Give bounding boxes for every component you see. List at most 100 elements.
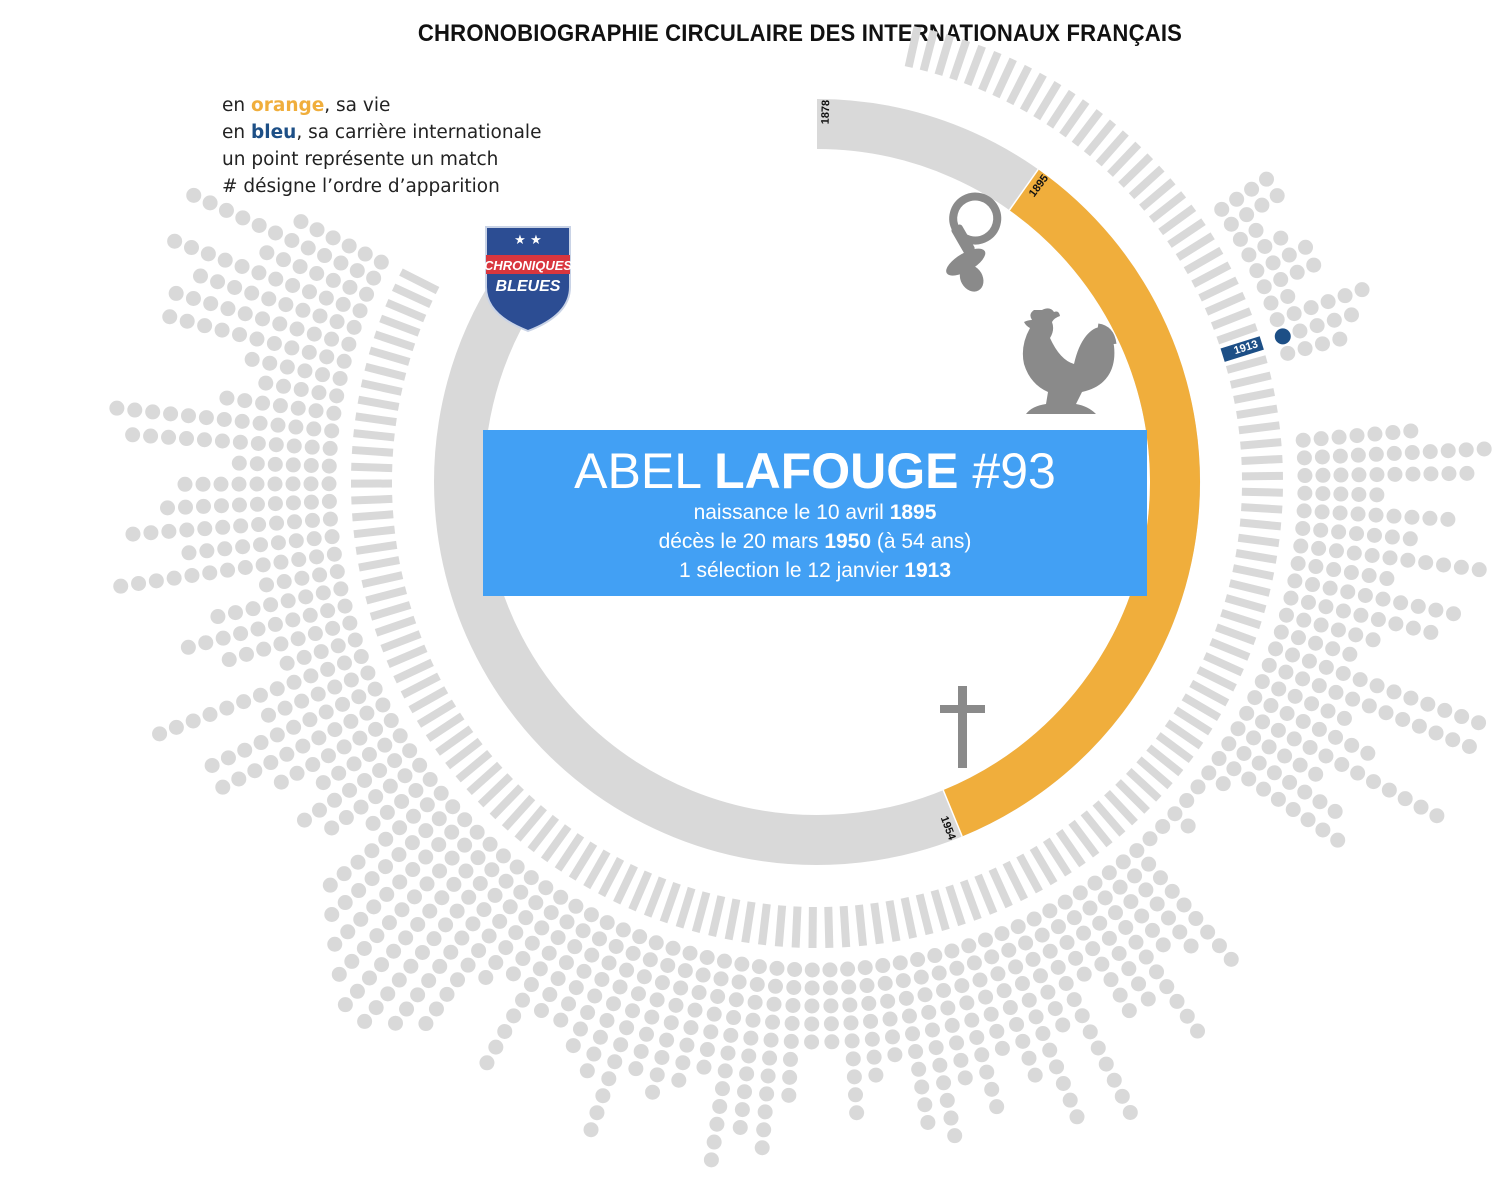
match-dot (741, 1048, 757, 1064)
match-dot (1342, 646, 1358, 662)
match-dot (1395, 711, 1411, 727)
match-dot (1440, 511, 1456, 527)
match-dot (391, 847, 407, 863)
match-dot (1326, 562, 1342, 578)
match-dot (1290, 556, 1306, 572)
match-dot (262, 355, 278, 371)
match-dot (273, 554, 289, 570)
match-dot (301, 284, 317, 300)
match-dot (368, 789, 384, 805)
match-dot (1368, 446, 1384, 462)
match-dot (1009, 1016, 1025, 1032)
match-dot (654, 1049, 670, 1065)
match-dot (330, 638, 346, 654)
match-dot (1280, 288, 1296, 304)
match-dot (1042, 1042, 1058, 1058)
match-dot (414, 944, 430, 960)
match-dot (302, 712, 318, 728)
match-dot (1287, 573, 1303, 589)
match-dot (378, 859, 394, 875)
match-dot (1142, 831, 1158, 847)
match-dot (767, 978, 783, 994)
match-dot (214, 433, 230, 449)
match-dot (846, 1069, 862, 1085)
match-dot (583, 1122, 599, 1138)
match-dot (682, 945, 698, 961)
match-dot (310, 686, 326, 702)
match-dot (352, 730, 368, 746)
year-bar-1925 (1237, 533, 1280, 548)
legend-orange-word: orange (251, 95, 325, 116)
match-dot (1268, 641, 1284, 657)
match-dot (823, 998, 839, 1014)
match-dot (311, 802, 327, 818)
match-dot (1249, 263, 1265, 279)
legend: en orange, sa vie en bleu, sa carrière i… (222, 92, 541, 200)
match-dot (366, 270, 382, 286)
match-dot (405, 808, 421, 824)
match-dot (769, 960, 785, 976)
match-dot (1255, 714, 1271, 730)
match-dot (331, 765, 347, 781)
match-dot (1265, 255, 1281, 271)
match-dot (550, 971, 566, 987)
match-dot (759, 1086, 775, 1102)
match-dot (863, 1013, 879, 1029)
match-dot (716, 953, 732, 969)
match-dot (717, 1063, 733, 1079)
match-dot (586, 1046, 602, 1062)
match-dot (232, 327, 248, 343)
year-bar-1930 (1220, 608, 1262, 630)
match-dot (1200, 924, 1216, 940)
year-bar-1980 (568, 841, 598, 881)
match-dot (357, 246, 373, 262)
match-dot (1112, 987, 1128, 1003)
match-dot (1283, 590, 1299, 606)
match-dot (1279, 706, 1295, 722)
match-dot (538, 880, 554, 896)
svg-text:★: ★ (514, 233, 526, 248)
match-dot (1230, 721, 1246, 737)
year-bar-1950 (1029, 845, 1058, 886)
match-dot (1364, 547, 1380, 563)
match-dot (1155, 937, 1171, 953)
year-bar-1900 (1118, 153, 1154, 188)
match-dot (324, 331, 340, 347)
match-dot (289, 321, 305, 337)
match-dot (1068, 950, 1084, 966)
year-bar-1996 (393, 658, 434, 684)
match-dot (217, 252, 233, 268)
match-dot (984, 949, 1000, 965)
match-dot (237, 393, 253, 409)
match-dot (287, 514, 303, 530)
match-dot (1269, 312, 1285, 328)
match-dot (843, 1015, 859, 1031)
match-dot (898, 990, 914, 1006)
year-bar-1926 (1235, 549, 1278, 564)
match-dot (644, 1009, 660, 1025)
match-dot (714, 1081, 730, 1097)
match-dot (892, 955, 908, 971)
match-dot (1314, 504, 1330, 520)
match-dot (1273, 272, 1289, 288)
match-dot (1087, 875, 1103, 891)
match-dot (343, 672, 359, 688)
player-banner: ABEL LAFOUGE #93 naissance le 10 avril 1… (483, 430, 1147, 596)
match-dot (696, 1059, 712, 1075)
match-dot (1292, 757, 1308, 773)
match-dot (989, 1023, 1005, 1039)
match-dot (359, 705, 375, 721)
match-dot (1378, 705, 1394, 721)
match-dot (431, 811, 447, 827)
match-dot (1311, 721, 1327, 737)
match-dot (989, 1099, 1005, 1115)
match-dot (908, 1044, 924, 1060)
match-dot (1402, 531, 1418, 547)
match-dot (143, 428, 159, 444)
match-dot (964, 1012, 980, 1028)
match-dot (410, 987, 426, 1003)
year-bar-1954 (974, 873, 998, 915)
match-dot (479, 1055, 495, 1071)
match-dot (1042, 903, 1058, 919)
match-dot (1471, 562, 1487, 578)
